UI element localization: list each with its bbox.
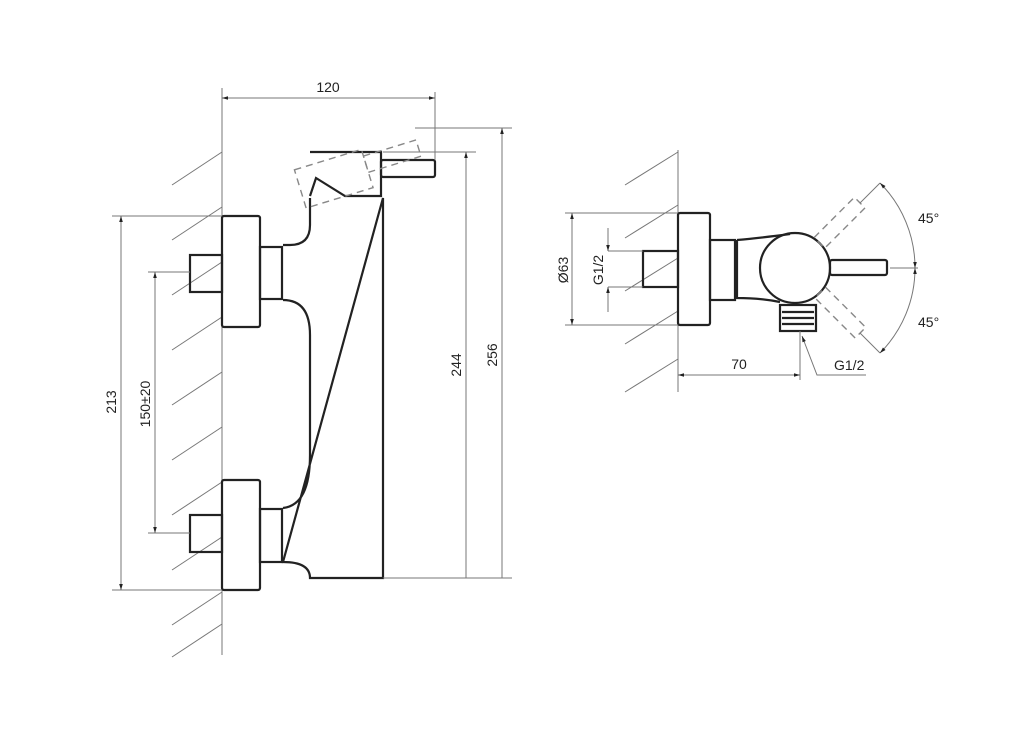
- dimensions: Ø63 G1/2 70 G1/2 45° 45°: [555, 182, 939, 380]
- flange-diameter-dim-label: Ø63: [555, 257, 571, 284]
- wall-hatch: [171, 88, 223, 658]
- total-height-dim-label: 256: [484, 343, 500, 367]
- mixer-side: [641, 196, 889, 339]
- wall-hatch: [624, 150, 679, 393]
- depth-dim-label: 70: [731, 356, 747, 372]
- lever-height-dim-label: 244: [448, 353, 464, 377]
- lever-angle-up-label: 45°: [918, 210, 939, 226]
- flange-span-dim-label: 213: [103, 390, 119, 414]
- inlet-thread-dim-label: G1/2: [590, 255, 606, 286]
- front-view: 120 244 256 213 150±20: [103, 79, 512, 658]
- lever-angle-down-label: 45°: [918, 314, 939, 330]
- width-dim-label: 120: [316, 79, 340, 95]
- dimensions: 120 244 256 213 150±20: [103, 79, 512, 591]
- mixer-body: [188, 139, 437, 592]
- side-view: Ø63 G1/2 70 G1/2 45° 45°: [555, 150, 939, 393]
- inlet-spacing-dim-label: 150±20: [137, 380, 153, 427]
- outlet-thread-dim-label: G1/2: [834, 357, 865, 373]
